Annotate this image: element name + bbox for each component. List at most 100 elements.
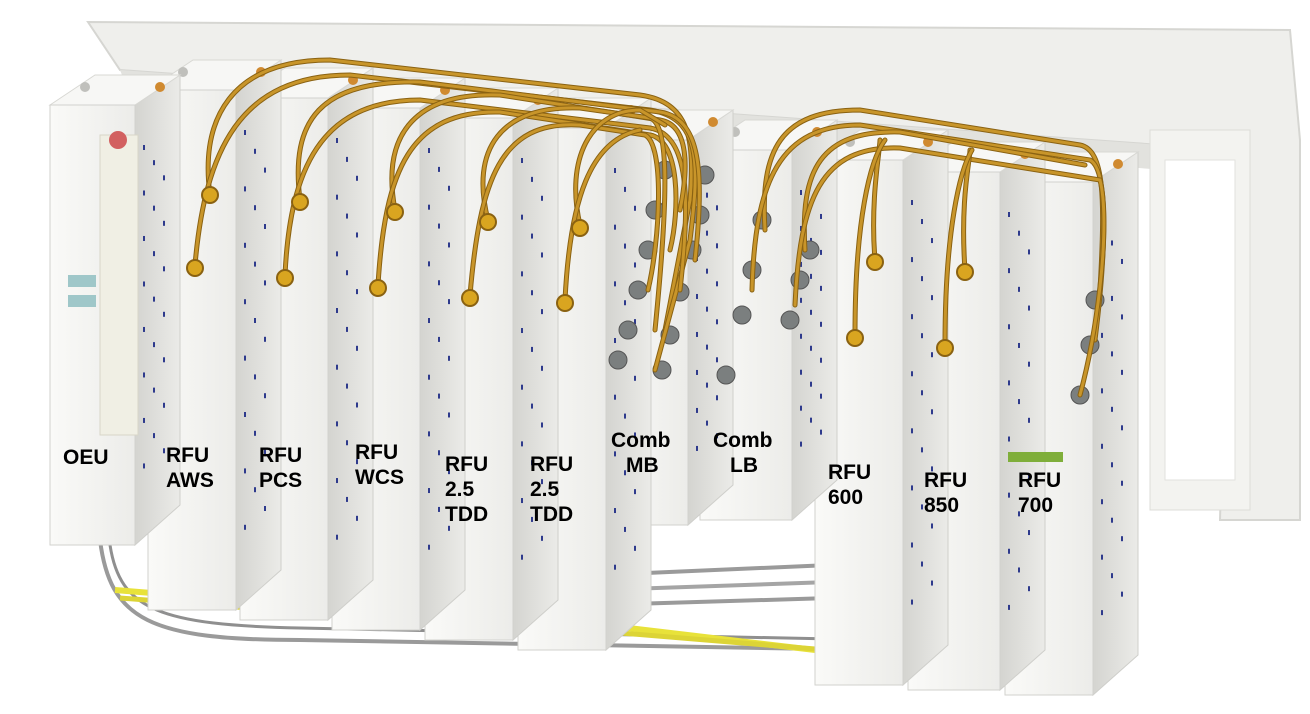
vent-dot	[438, 450, 440, 455]
label-rfu-600: RFU 600	[828, 460, 871, 510]
vent-dot	[336, 308, 338, 313]
vent-dot	[911, 542, 913, 547]
vent-dot	[1121, 481, 1123, 486]
vent-dot	[1008, 268, 1010, 273]
oeu-port-icon	[68, 275, 96, 287]
vent-dot	[163, 448, 165, 453]
vent-dot	[264, 224, 266, 229]
vent-dot	[1111, 351, 1113, 356]
vent-dot	[336, 421, 338, 426]
vent-dot	[1101, 444, 1103, 449]
vent-dot	[716, 281, 718, 286]
vent-dot	[921, 447, 923, 452]
label-rfu-700-line1: RFU	[1018, 468, 1061, 493]
vent-dot	[448, 356, 450, 361]
vent-dot	[1008, 324, 1010, 329]
vent-dot	[448, 412, 450, 417]
screw-icon	[80, 82, 90, 92]
vent-dot	[346, 497, 348, 502]
label-rfu-700: RFU 700	[1018, 468, 1061, 518]
vent-dot	[614, 508, 616, 513]
vent-dot	[541, 196, 543, 201]
vent-dot	[153, 160, 155, 165]
vent-dot	[624, 527, 626, 532]
vent-dot	[264, 168, 266, 173]
vent-dot	[820, 250, 822, 255]
label-oeu: OEU	[63, 445, 109, 470]
vent-dot	[346, 157, 348, 162]
vent-dot	[254, 374, 256, 379]
vent-dot	[810, 310, 812, 315]
vent-dot	[428, 488, 430, 493]
vent-dot	[931, 409, 933, 414]
vent-dot	[163, 312, 165, 317]
vent-dot	[244, 130, 246, 135]
vent-dot	[716, 357, 718, 362]
vent-dot	[541, 422, 543, 427]
vent-dot	[800, 406, 802, 411]
label-rfu-aws: RFU AWS	[166, 443, 214, 493]
vent-dot	[244, 299, 246, 304]
vent-dot	[336, 478, 338, 483]
vent-dot	[911, 371, 913, 376]
vent-dot	[1111, 296, 1113, 301]
vent-dot	[614, 338, 616, 343]
vent-dot	[143, 418, 145, 423]
combiner-port-icon	[619, 321, 637, 339]
vent-dot	[356, 232, 358, 237]
status-bar	[1008, 452, 1063, 462]
screw-icon	[155, 82, 165, 92]
vent-dot	[706, 193, 708, 198]
vent-dot	[820, 214, 822, 219]
vent-dot	[1008, 493, 1010, 498]
vent-dot	[521, 158, 523, 163]
vent-dot	[336, 365, 338, 370]
vent-dot	[438, 394, 440, 399]
module-side	[236, 60, 281, 610]
vent-dot	[438, 337, 440, 342]
vent-dot	[706, 307, 708, 312]
screw-icon	[1113, 159, 1123, 169]
vent-dot	[1008, 380, 1010, 385]
vent-dot	[1028, 418, 1030, 423]
vent-dot	[438, 280, 440, 285]
vent-dot	[163, 266, 165, 271]
vent-dot	[624, 244, 626, 249]
vent-dot	[143, 281, 145, 286]
vent-dot	[428, 148, 430, 153]
vent-dot	[541, 366, 543, 371]
vent-dot	[1111, 407, 1113, 412]
vent-dot	[716, 243, 718, 248]
label-rfu-wcs-line1: RFU	[355, 440, 404, 465]
vent-dot	[800, 298, 802, 303]
sma-connector-icon	[387, 204, 403, 220]
vent-dot	[153, 297, 155, 302]
vent-dot	[264, 337, 266, 342]
vent-dot	[336, 251, 338, 256]
vent-dot	[153, 388, 155, 393]
label-rfu-700-line2: 700	[1018, 493, 1061, 518]
vent-dot	[438, 167, 440, 172]
vent-dot	[521, 385, 523, 390]
label-rfu-pcs: RFU PCS	[259, 443, 302, 493]
vent-dot	[921, 276, 923, 281]
vent-dot	[428, 375, 430, 380]
vent-dot	[696, 446, 698, 451]
vent-dot	[264, 506, 266, 511]
label-rfu-850-line1: RFU	[924, 468, 967, 493]
vent-dot	[1101, 333, 1103, 338]
vent-dot	[448, 186, 450, 191]
sma-connector-icon	[462, 290, 478, 306]
vent-dot	[624, 300, 626, 305]
label-comb-mb: Comb MB	[611, 428, 671, 478]
vent-dot	[800, 334, 802, 339]
label-rfu-tdd-1: RFU 2.5 TDD	[445, 452, 488, 527]
vent-dot	[1111, 240, 1113, 245]
vent-dot	[634, 206, 636, 211]
vent-dot	[614, 281, 616, 286]
label-comb-lb: Comb LB	[713, 428, 773, 478]
vent-dot	[264, 393, 266, 398]
sma-connector-icon	[187, 260, 203, 276]
vent-dot	[244, 186, 246, 191]
